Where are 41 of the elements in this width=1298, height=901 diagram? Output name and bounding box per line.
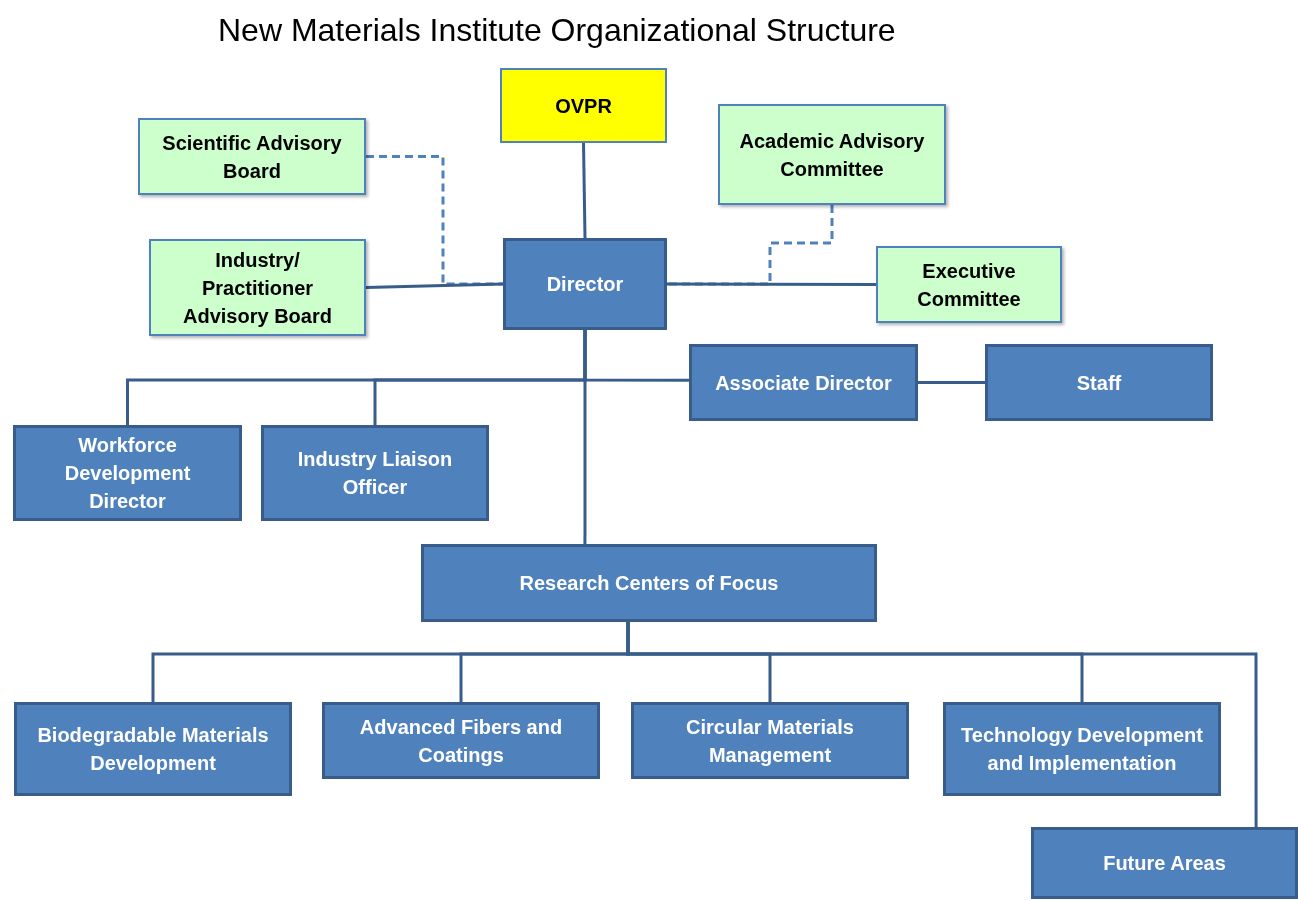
org-box: [943, 702, 1221, 796]
diagram-title: New Materials Institute Organizational Structure: [218, 11, 896, 50]
box-label: OVPR: [555, 93, 612, 119]
org-box: [500, 68, 667, 143]
org-box: [13, 425, 242, 521]
box-label: Research Centers of Focus: [519, 571, 779, 596]
org-box: [631, 702, 909, 779]
box-label: Academic Advisory Committee: [738, 128, 926, 182]
box-label: Director: [546, 272, 624, 297]
org-box: [1031, 827, 1298, 899]
box-label: Future Areas: [1103, 851, 1226, 876]
box-label: Biodegradable Materials Development: [36, 723, 270, 776]
connector-line: [373, 330, 587, 425]
org-box: [689, 344, 918, 421]
box-label: Advanced Fibers and Coatings: [358, 714, 564, 768]
connector-line: [582, 142, 587, 239]
connector-line: [583, 330, 587, 544]
org-box: [138, 118, 366, 195]
box-label: Industry/ Practitioner Advisory Board: [182, 247, 333, 329]
org-box: [322, 702, 600, 779]
box-label: Technology Development and Implementation: [960, 723, 1204, 776]
box-label: Associate Director: [715, 370, 892, 396]
org-box: [149, 239, 366, 336]
box-label: Industry Liaison Officer: [296, 447, 454, 500]
box-label: Executive Committee: [916, 258, 1022, 312]
box-label: Circular Materials Management: [685, 714, 855, 768]
box-label: Workforce Development Director: [63, 433, 192, 514]
org-box: [261, 425, 489, 521]
org-box: [421, 544, 877, 622]
box-label: Staff: [1076, 370, 1122, 396]
box-label: Scientific Advisory Board: [161, 130, 343, 184]
connector-line: [365, 282, 504, 289]
connector-line: [667, 282, 876, 286]
org-box: [503, 238, 667, 330]
org-box: [14, 702, 292, 796]
connector-line: [626, 622, 1258, 827]
connector-line: [918, 381, 985, 384]
org-box: [985, 344, 1213, 421]
dashed-connector: [366, 155, 503, 286]
org-box: [876, 246, 1062, 323]
org-box: [718, 104, 946, 205]
